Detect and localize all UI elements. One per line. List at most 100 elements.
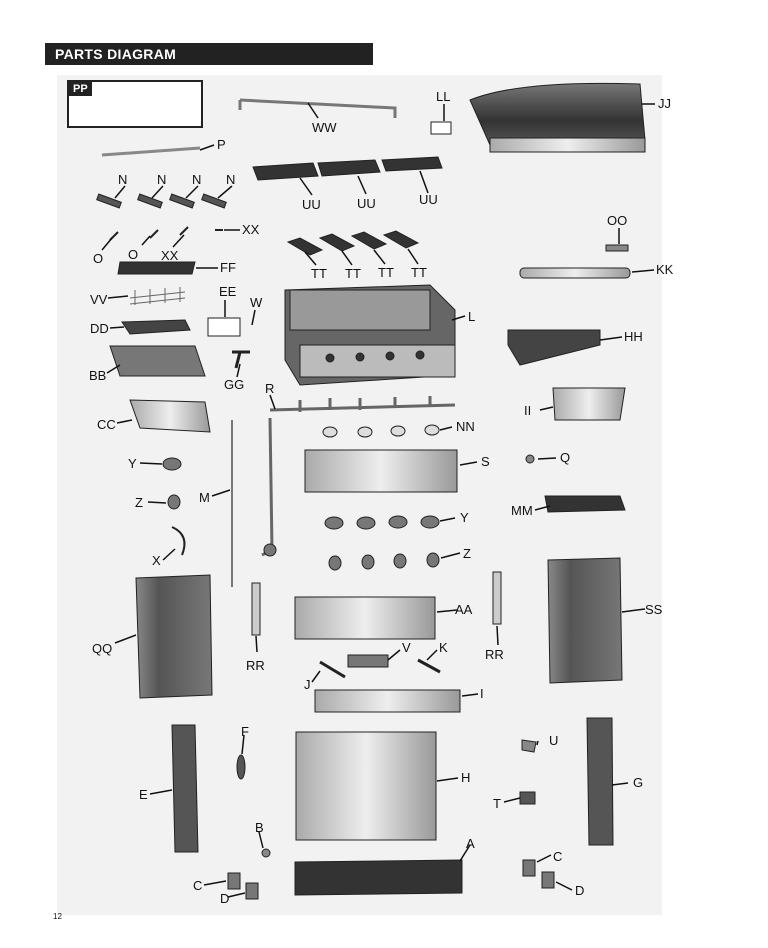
bezel-part — [162, 457, 182, 471]
label-hh: HH — [624, 329, 643, 344]
label-a: A — [466, 836, 475, 851]
label-xx-1: XX — [161, 248, 179, 263]
gas-line-part — [261, 417, 274, 557]
hardware-callout-box: PP — [67, 80, 203, 128]
label-e: E — [139, 787, 148, 802]
label-bb: BB — [89, 368, 107, 383]
panel-part — [552, 387, 626, 421]
label-ss: SS — [645, 602, 663, 617]
burner-pan-part — [121, 319, 191, 335]
label-l: L — [468, 309, 476, 324]
label-ww: WW — [312, 120, 337, 135]
label-c-2: C — [553, 849, 563, 864]
label-z-2: Z — [463, 546, 471, 561]
lid-part — [129, 399, 211, 433]
label-z-1: Z — [135, 495, 143, 510]
label-n-2: N — [157, 172, 167, 187]
base-part — [294, 859, 463, 896]
label-m: M — [199, 490, 210, 505]
label-uu-3: UU — [419, 192, 438, 207]
ignitor-part — [430, 121, 452, 135]
label-b: B — [255, 820, 264, 835]
label-d-2: D — [575, 883, 585, 898]
handle-right-part — [492, 571, 502, 625]
regulator-part — [519, 791, 536, 805]
door-left-part — [135, 574, 213, 699]
label-h: H — [461, 770, 471, 785]
label-ii: II — [524, 403, 532, 418]
gas-valve-part — [521, 739, 537, 753]
label-qq: QQ — [92, 641, 113, 656]
label-x: X — [152, 553, 161, 568]
side-panel-right-part — [586, 717, 614, 846]
label-uu-2: UU — [357, 196, 376, 211]
label-vv: VV — [90, 292, 108, 307]
screw-parts — [109, 226, 223, 241]
module-part — [207, 317, 241, 337]
hose-part — [171, 526, 186, 556]
label-t: T — [493, 796, 501, 811]
leader-lines — [101, 102, 655, 898]
label-s: S — [481, 454, 490, 469]
label-q: Q — [560, 450, 571, 465]
label-cc: CC — [97, 417, 116, 432]
rail-part — [314, 689, 461, 713]
label-aa: AA — [455, 602, 473, 617]
side-panel-left-part — [171, 724, 199, 853]
knob-base-parts — [322, 424, 440, 438]
label-r: R — [265, 381, 275, 396]
firebox-part — [284, 284, 456, 386]
label-tt-3: TT — [378, 265, 394, 280]
label-xx-2: XX — [242, 222, 260, 237]
cap-part — [605, 244, 629, 252]
label-u: U — [549, 733, 559, 748]
label-n-4: N — [226, 172, 236, 187]
manifold-part — [269, 396, 456, 412]
valve-part — [232, 350, 250, 369]
knob-bezel-parts — [324, 515, 440, 571]
burner-knob-parts — [96, 193, 227, 209]
label-p: P — [217, 137, 226, 152]
label-d-1: D — [220, 891, 230, 906]
drip-pan-part — [117, 261, 196, 275]
label-mm: MM — [511, 503, 533, 518]
knob-part — [167, 494, 181, 510]
label-n-1: N — [118, 172, 128, 187]
label-nn: NN — [456, 419, 475, 434]
hood-part — [469, 82, 646, 153]
door-right-part — [547, 557, 623, 684]
label-uu-1: UU — [302, 197, 321, 212]
heat-tent-parts — [286, 230, 420, 256]
label-rr-1: RR — [246, 658, 265, 673]
handle-part — [519, 267, 631, 279]
label-v: V — [402, 640, 411, 655]
control-panel-part — [304, 449, 458, 493]
label-tt-1: TT — [311, 266, 327, 281]
page-title: PARTS DIAGRAM — [45, 43, 373, 65]
side-burner-part — [109, 345, 206, 377]
label-tt-2: TT — [345, 266, 361, 281]
handle-left-part — [251, 582, 261, 636]
label-oo: OO — [607, 213, 628, 228]
label-ll: LL — [436, 89, 451, 104]
caster-parts — [227, 859, 555, 900]
rack-part — [129, 287, 186, 305]
label-dd: DD — [90, 321, 109, 336]
warming-rack-part — [238, 98, 397, 118]
label-ff: FF — [220, 260, 236, 275]
label-c-1: C — [193, 878, 203, 893]
igniter-wire-part — [236, 754, 246, 780]
grease-tray-part — [347, 654, 389, 668]
label-j: J — [304, 677, 311, 692]
label-ee: EE — [219, 284, 237, 299]
label-tt-4: TT — [411, 265, 427, 280]
bolt-part — [261, 848, 271, 858]
label-y-2: Y — [460, 510, 469, 525]
label-w: W — [250, 295, 263, 310]
back-panel-part — [295, 731, 437, 841]
small-knob-part — [525, 454, 535, 464]
label-rr-2: RR — [485, 647, 504, 662]
brackets-part — [319, 658, 441, 679]
label-o-1: O — [93, 251, 104, 266]
